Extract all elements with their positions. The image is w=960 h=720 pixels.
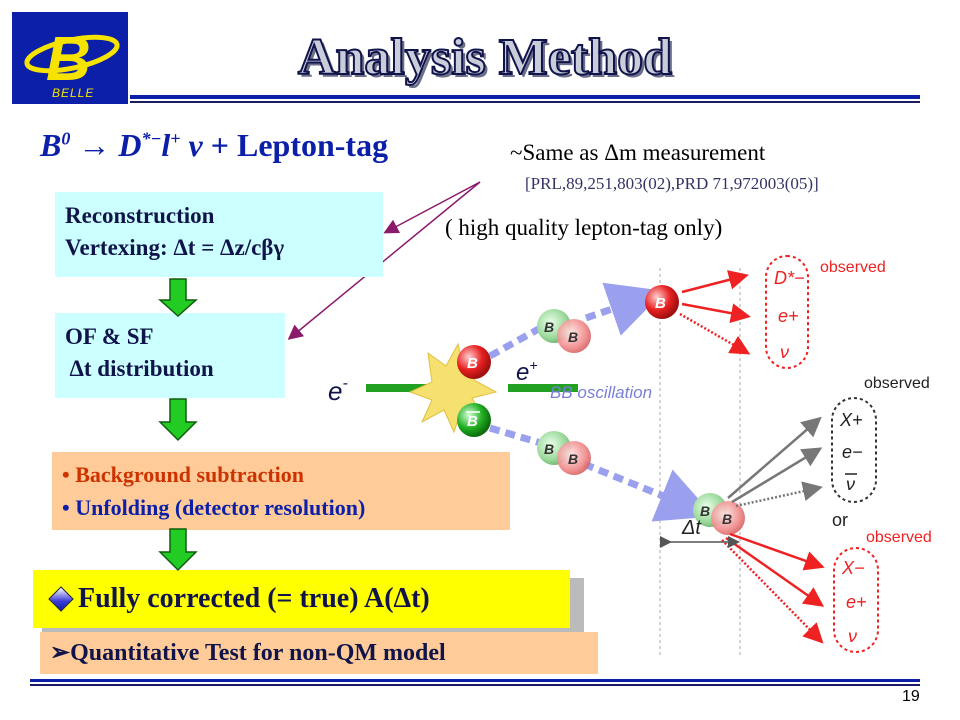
- observed-middle-bubble: [831, 397, 877, 503]
- bbar-mixing-upper-label: B: [544, 319, 554, 335]
- b-mixing-upper-icon: [557, 319, 591, 353]
- upper-decay-line-1: [681, 270, 749, 294]
- title-underline-thin: [130, 101, 920, 103]
- quantitative-box: ➢Quantitative Test for non-QM model: [40, 632, 598, 674]
- background-box: • Background subtraction • Unfolding (de…: [52, 452, 510, 530]
- lower-decay-red-2: [725, 536, 825, 607]
- or-label: or: [832, 510, 848, 530]
- reconstruction-line1: Reconstruction: [65, 203, 215, 228]
- bb-oscillation-label: BB oscillation: [550, 383, 652, 402]
- pointer-arrow-of-sf: [287, 181, 481, 340]
- e-minus-label: e-: [328, 375, 348, 406]
- headline-b0-sup: 0: [61, 128, 71, 149]
- headline-b0: B: [40, 127, 62, 163]
- of-sf-line1: OF & SF: [65, 324, 154, 349]
- decay-headline: B0 → D*−l+ ν + Lepton-tag: [40, 127, 388, 164]
- of-sf-box: OF & SF Δt distribution: [55, 313, 285, 398]
- background-line1: Background subtraction: [75, 462, 305, 487]
- high-quality-note: ( high quality lepton-tag only): [445, 215, 723, 240]
- headline-tag: + Lepton-tag: [210, 127, 389, 163]
- headline-lepton-sup: +: [170, 128, 181, 149]
- lower-decay-gray-2: [731, 447, 823, 504]
- b-decay-lower-label: B: [722, 511, 732, 527]
- b-mixing-lower-icon: [557, 441, 591, 475]
- e-plus-label: e+: [516, 357, 538, 386]
- bb-oscillation-diagram: e- e+ B B B B B B BB oscillation B obser…: [328, 255, 932, 658]
- track-lower-2: [582, 460, 714, 522]
- observed-lower-label: observed: [866, 529, 932, 546]
- b-mixing-lower-label: B: [568, 451, 578, 467]
- delta-t-label: Δt: [681, 517, 702, 539]
- headline-dstar-sup: *−: [141, 128, 162, 149]
- of-sf-line2: Δt distribution: [65, 356, 214, 381]
- logo-label: BELLE: [52, 86, 95, 100]
- fully-corrected-box: Fully corrected (= true) A(Δt): [33, 570, 570, 628]
- pointer-arrow-reconstruction: [383, 181, 481, 234]
- belle-logo: B BELLE: [12, 12, 128, 104]
- lower-decay-red-3: [721, 539, 824, 644]
- upper-decay-line-3: [679, 312, 751, 355]
- page-number: 19: [902, 688, 920, 705]
- e-minus-middle-label: e−: [842, 442, 863, 462]
- bbar-decay-lower-label: B: [700, 503, 710, 519]
- e-plus-upper-label: e+: [778, 306, 799, 326]
- track-lower-1: [489, 424, 545, 448]
- b-decay-upper-label: B: [655, 295, 666, 312]
- headline-lepton: l: [161, 127, 171, 163]
- flow-arrow-2-icon: [158, 398, 198, 442]
- bbar-mixing-lower-label: B: [544, 441, 554, 457]
- flow-arrow-1-icon: [158, 278, 198, 318]
- title-underline: [130, 95, 920, 99]
- headline-nu: ν: [188, 127, 203, 163]
- observed-lower-bubble: [833, 547, 879, 653]
- b-mixing-upper-label: B: [568, 329, 578, 345]
- e-plus-lower-label: e+: [846, 592, 867, 612]
- b-meson-production-icon: [457, 345, 491, 379]
- b-decay-lower-icon: [711, 501, 745, 535]
- observed-middle-label: observed: [864, 375, 930, 392]
- headline-dstar: D: [118, 127, 142, 163]
- b-decay-upper-icon: [645, 285, 679, 319]
- page-title: Analysis Method: [297, 28, 673, 87]
- quantitative-text: Quantitative Test for non-QM model: [70, 640, 446, 666]
- observed-upper-label: observed: [820, 259, 886, 276]
- belle-b-icon: B: [24, 25, 120, 94]
- lower-decay-gray-3: [735, 481, 823, 508]
- nubar-label: ν: [846, 474, 855, 494]
- flow-arrow-3-icon: [158, 528, 198, 572]
- bbar-production-label: B: [467, 413, 478, 430]
- footer-rule: [30, 679, 920, 682]
- x-plus-label: X+: [839, 410, 863, 430]
- fully-corrected-text: Fully corrected (= true) A(Δt): [78, 583, 430, 614]
- observed-upper-bubble: [765, 255, 809, 369]
- references-note: [PRL,89,251,803(02),PRD 71,972003(05)]: [525, 174, 819, 193]
- nu-upper-label: ν: [780, 342, 789, 362]
- headline-arrow: →: [78, 127, 111, 163]
- x-minus-label: X−: [841, 558, 865, 578]
- track-upper-2: [584, 282, 665, 336]
- lower-decay-gray-1: [727, 416, 822, 499]
- arrowhead-bullet-icon: ➢: [50, 640, 71, 666]
- logo-letter: B: [46, 25, 91, 94]
- background-item-2: • Unfolding (detector resolution): [62, 495, 366, 520]
- background-line2: Unfolding (detector resolution): [75, 495, 366, 520]
- upper-decay-line-2: [681, 302, 751, 324]
- lower-decay-red-1: [729, 532, 825, 571]
- reconstruction-line2: Vertexing: Δt = Δz/cβγ: [65, 235, 285, 260]
- nu-lower-label: ν: [848, 626, 857, 646]
- bbar-meson-production-icon: [457, 403, 491, 437]
- dstar-minus-label: D*−: [774, 268, 805, 288]
- reconstruction-box: Reconstruction Vertexing: Δt = Δz/cβγ: [55, 192, 383, 277]
- same-as-note: ~Same as Δm measurement: [510, 140, 766, 165]
- track-upper-1: [488, 322, 546, 360]
- b-production-label: B: [467, 355, 478, 372]
- background-item-1: • Background subtraction: [62, 462, 305, 487]
- footer-rule-thin: [30, 684, 920, 686]
